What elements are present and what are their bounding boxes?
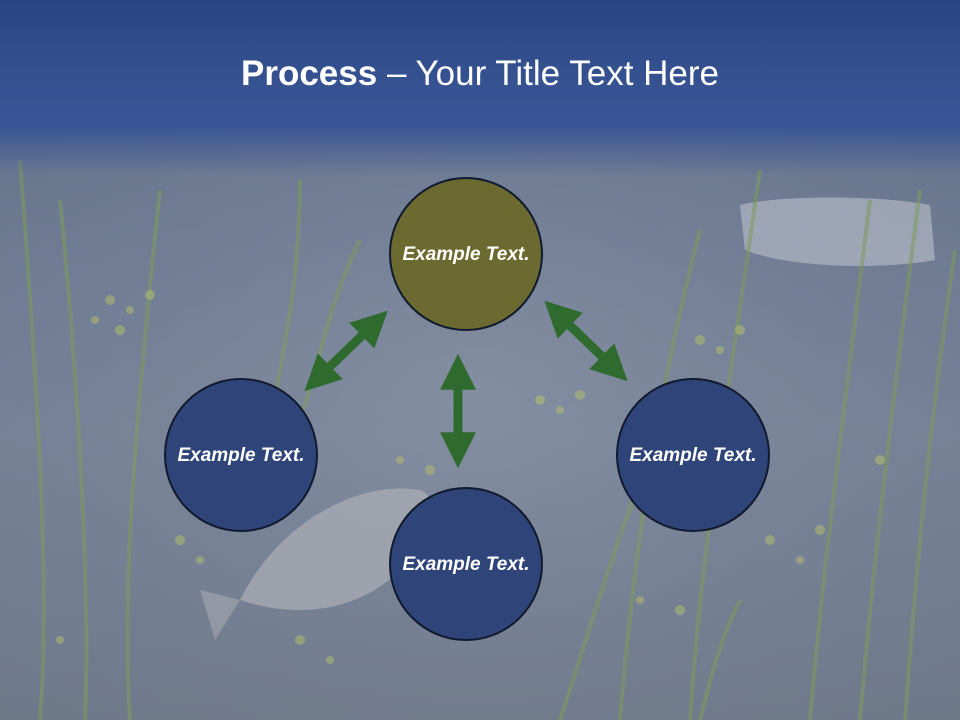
bottom-node-label: Example Text. — [402, 553, 530, 575]
center-node: Example Text. — [389, 177, 543, 331]
right-node: Example Text. — [616, 378, 770, 532]
bottom-node: Example Text. — [389, 487, 543, 641]
right-node-label: Example Text. — [629, 444, 757, 466]
center-node-label: Example Text. — [402, 243, 530, 265]
arrow-center-left — [304, 310, 388, 392]
title-rest: – Your Title Text Here — [377, 54, 719, 93]
title-band — [0, 0, 960, 175]
left-node: Example Text. — [164, 378, 318, 532]
slide-title: Process – Your Title Text Here — [0, 52, 960, 96]
arrow-center-right — [544, 300, 628, 382]
title-bold-part: Process — [241, 54, 378, 93]
left-node-label: Example Text. — [177, 444, 305, 466]
